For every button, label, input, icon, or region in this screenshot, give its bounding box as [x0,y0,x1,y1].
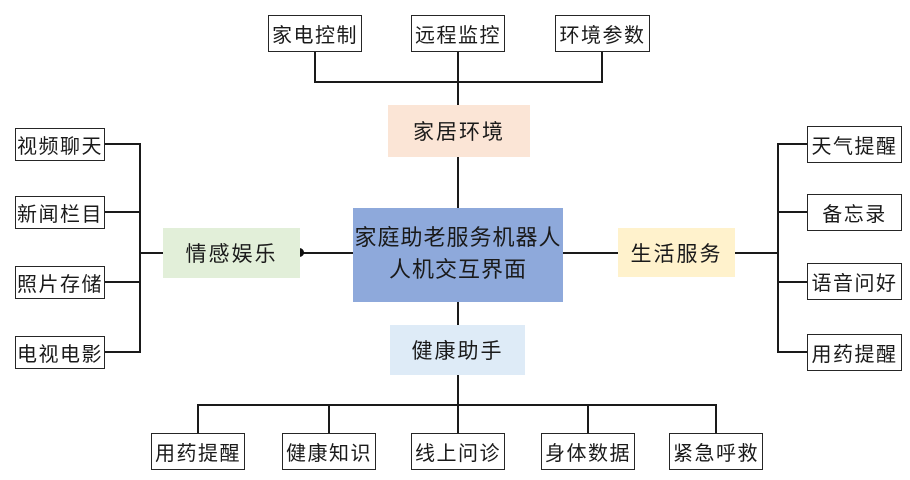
connector-line [328,404,330,433]
connector-line [197,404,199,433]
connector-line [300,252,353,254]
connector-line [601,52,603,82]
node-medication-reminder-bottom: 用药提醒 [151,433,245,470]
connector-line [735,252,778,254]
connector-line [777,143,807,145]
node-life-services: 生活服务 [618,228,735,277]
node-health-knowledge: 健康知识 [282,433,376,470]
connector-line [777,143,779,353]
node-emotional-entertainment: 情感娱乐 [163,228,300,278]
node-tv-movies: 电视电影 [15,336,105,369]
node-weather-reminder: 天气提醒 [807,126,902,163]
connector-line [139,252,163,254]
node-home-environment: 家居环境 [388,105,530,157]
connector-line [457,52,459,105]
node-environment-parameters: 环境参数 [555,15,650,52]
connector-line [563,252,618,254]
node-root-interface: 家庭助老服务机器人 人机交互界面 [353,208,563,302]
connector-line [105,143,140,145]
connector-line [314,81,603,83]
node-health-assistant: 健康助手 [390,325,525,375]
root-title-line1: 家庭助老服务机器人 [354,226,562,252]
connector-line [457,302,459,325]
node-online-consultation: 线上问诊 [411,433,505,470]
connector-line [715,404,717,433]
connector-line [457,375,459,405]
connector-line [457,404,459,433]
root-title-line2: 人机交互界面 [388,258,527,283]
connector-line [777,211,807,213]
node-news-column: 新闻栏目 [15,196,105,229]
connector-line [139,143,141,353]
connector-line [777,351,807,353]
node-video-chat: 视频聊天 [15,128,105,161]
connector-line [105,351,140,353]
connector-line [314,52,316,82]
node-photo-storage: 照片存储 [15,266,105,299]
connector-line [105,211,140,213]
connector-line [457,157,459,208]
node-appliance-control: 家电控制 [268,15,362,52]
connector-line [777,281,807,283]
node-remote-monitoring: 远程监控 [411,15,505,52]
node-voice-greeting: 语音问好 [807,263,902,300]
connector-line [105,281,140,283]
node-emergency-call: 紧急呼救 [669,433,763,470]
node-memo: 备忘录 [807,194,902,231]
node-body-data: 身体数据 [541,433,635,470]
connector-line [587,404,589,433]
node-medication-reminder-right: 用药提醒 [807,334,902,371]
